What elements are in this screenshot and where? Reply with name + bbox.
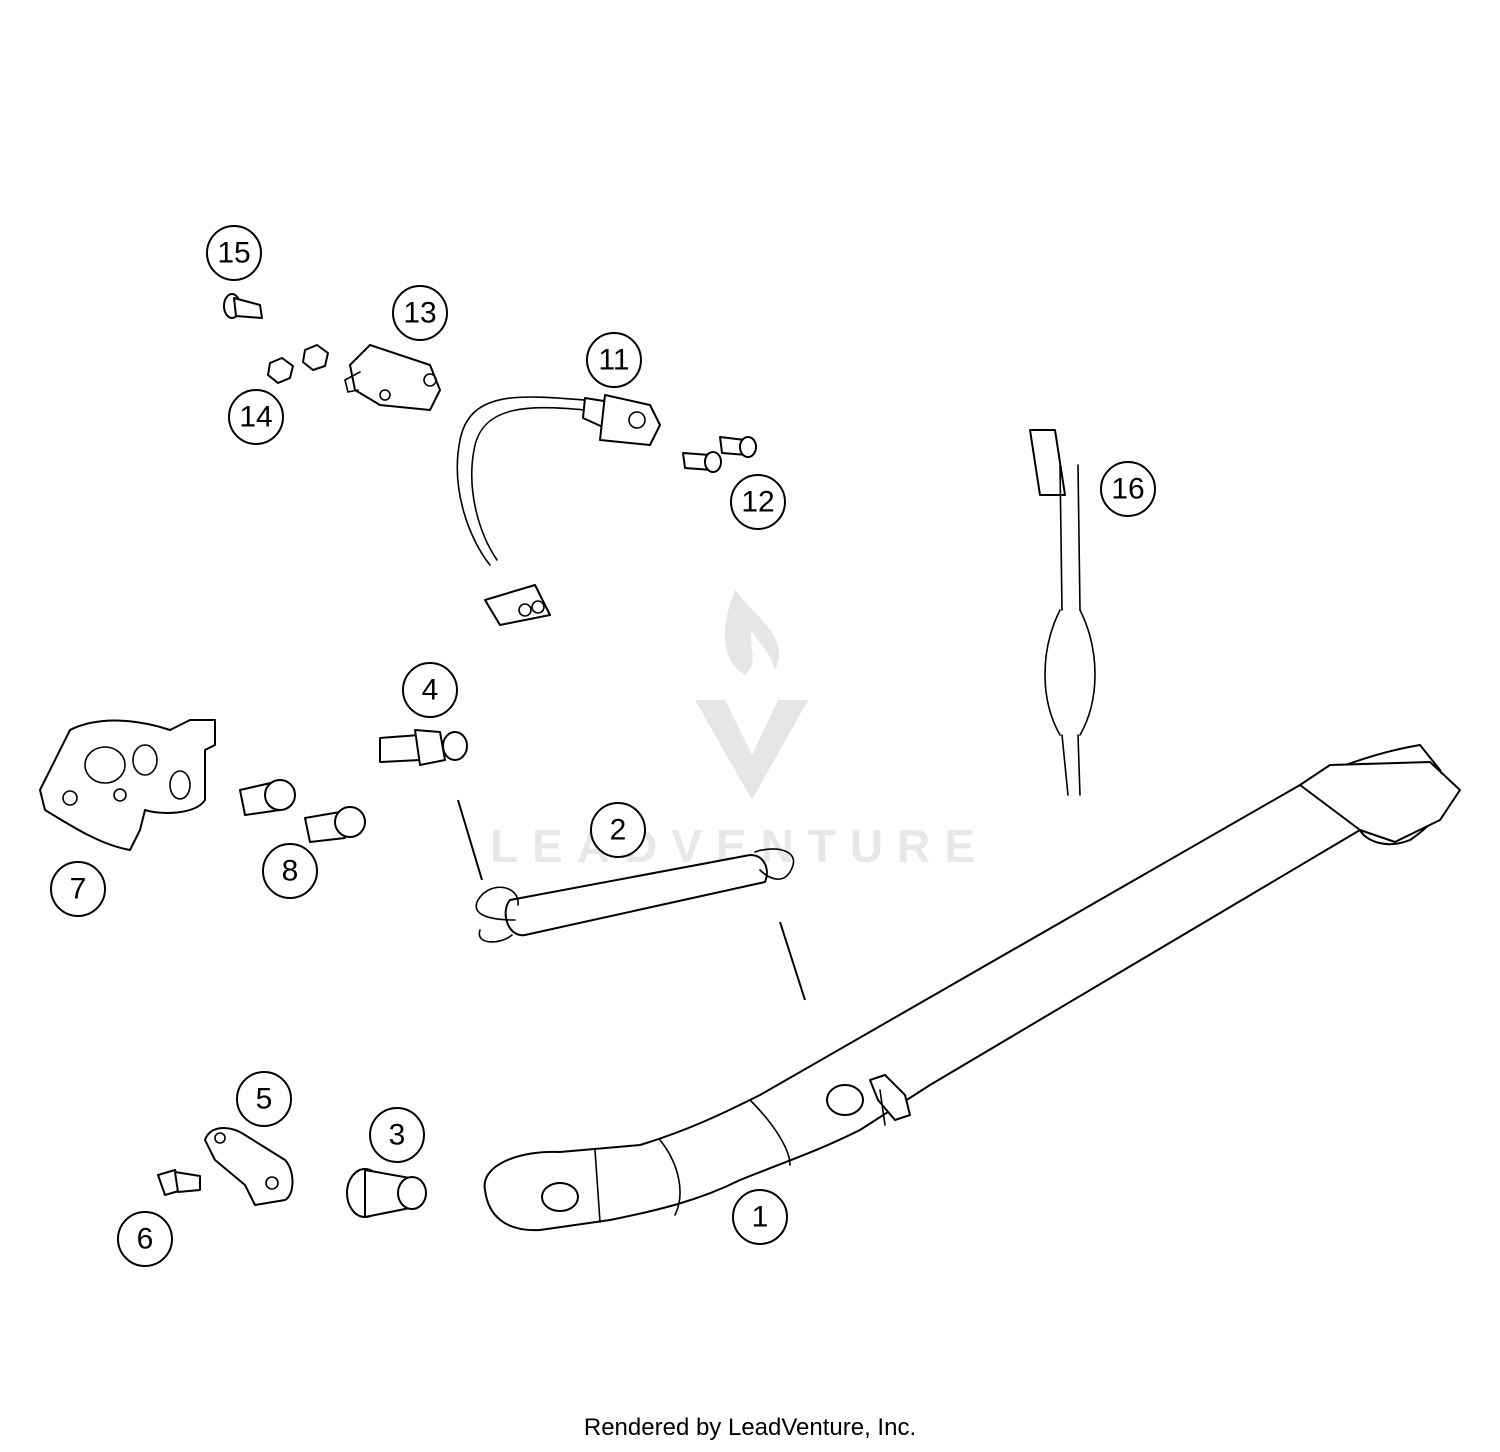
callout-4: 4	[402, 662, 458, 718]
screws-12	[682, 436, 757, 473]
nuts-14	[267, 344, 329, 384]
switch-cable	[1029, 429, 1096, 796]
callout-2: 2	[590, 802, 646, 858]
bolt-15	[223, 293, 263, 319]
side-stand	[483, 744, 1461, 1232]
callout-14: 14	[228, 389, 284, 445]
switch-bolt	[379, 729, 468, 766]
svg-text:6: 6	[137, 1223, 154, 1256]
callout-3: 3	[369, 1107, 425, 1163]
svg-text:4: 4	[422, 674, 439, 707]
svg-text:13: 13	[403, 297, 436, 330]
callout-15: 15	[206, 225, 262, 281]
callout-12: 12	[730, 474, 786, 530]
sensor-harness	[456, 394, 661, 626]
svg-text:16: 16	[1111, 473, 1144, 506]
callout-5: 5	[236, 1071, 292, 1127]
svg-text:14: 14	[239, 401, 272, 434]
bolt-6	[157, 1169, 201, 1196]
svg-text:5: 5	[256, 1083, 273, 1116]
footer-credit: Rendered by LeadVenture, Inc.	[583, 1414, 917, 1441]
svg-text:3: 3	[389, 1119, 406, 1152]
svg-text:7: 7	[70, 873, 87, 906]
plate	[39, 719, 216, 851]
v-logo-icon	[695, 700, 808, 800]
callout-16: 16	[1100, 461, 1156, 517]
svg-text:1: 1	[752, 1201, 769, 1234]
svg-text:8: 8	[282, 855, 299, 888]
bushing	[346, 1168, 427, 1218]
screws-8	[239, 779, 366, 843]
svg-text:12: 12	[741, 486, 774, 519]
callout-11: 11	[586, 332, 642, 388]
bracket	[204, 1127, 294, 1206]
svg-text:2: 2	[610, 814, 627, 847]
spring	[457, 799, 806, 1001]
callout-1: 1	[732, 1189, 788, 1245]
callout-6: 6	[117, 1211, 173, 1267]
callout-8: 8	[262, 843, 318, 899]
callout-13: 13	[392, 285, 448, 341]
svg-text:11: 11	[598, 344, 629, 377]
svg-text:15: 15	[217, 237, 250, 270]
flame-logo-icon	[724, 590, 780, 675]
switch	[344, 344, 441, 411]
callout-7: 7	[50, 861, 106, 917]
watermark: LEADVENTURE	[490, 590, 975, 872]
